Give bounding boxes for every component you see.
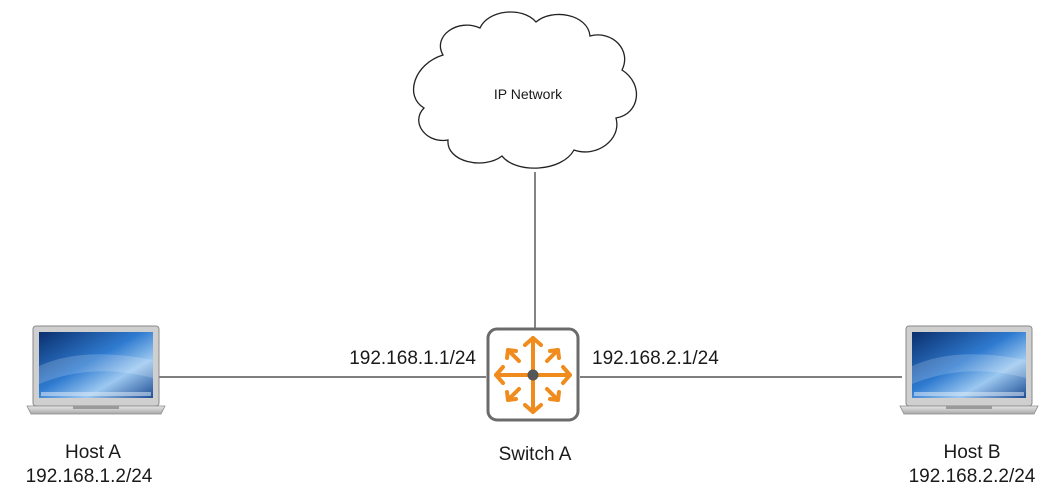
laptop-icon xyxy=(899,325,1039,415)
laptop-icon xyxy=(26,325,166,415)
switch-center-dot xyxy=(527,369,539,381)
switch-a-device xyxy=(486,327,580,422)
host-a-device xyxy=(26,325,166,415)
switch-label: Switch A xyxy=(499,444,572,465)
left-interface-ip: 192.168.1.1/24 xyxy=(349,348,476,369)
cloud-label: IP Network xyxy=(494,86,563,102)
host-b-ip: 192.168.2.2/24 xyxy=(909,466,1036,487)
ip-network-cloud: IP Network xyxy=(413,11,638,169)
host-a-label: Host A xyxy=(65,442,121,463)
host-a-ip: 192.168.1.2/24 xyxy=(26,466,153,487)
host-b-label: Host B xyxy=(943,442,1000,463)
host-b-device xyxy=(899,325,1039,415)
right-interface-ip: 192.168.2.1/24 xyxy=(592,348,719,369)
cloud-icon xyxy=(413,11,638,169)
